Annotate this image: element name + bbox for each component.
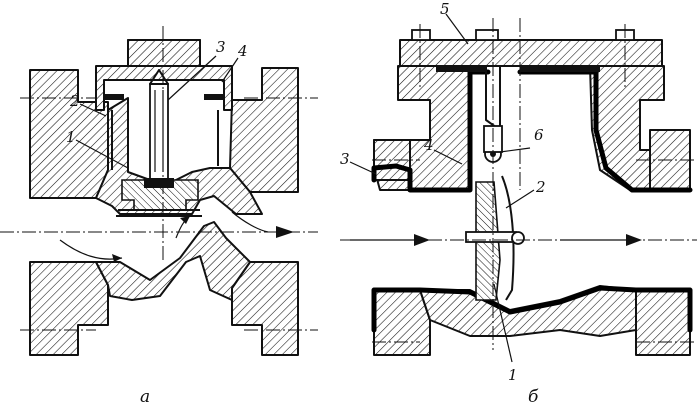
label-b-4: 4 xyxy=(423,136,434,154)
label-a-1: 1 xyxy=(66,128,76,146)
left-flange-lower-b xyxy=(373,289,431,356)
lining-b xyxy=(371,69,491,193)
swing-check-valve-drawing: 5 3 4 6 2 1 б xyxy=(340,0,697,407)
label-b-6: 6 xyxy=(534,126,544,144)
body-lower-wall-a xyxy=(95,221,251,301)
label-b-2: 2 xyxy=(535,178,546,196)
label-a-3: 3 xyxy=(216,38,226,56)
label-b-5: 5 xyxy=(440,0,450,18)
caption-b: б xyxy=(528,387,539,407)
caption-a: а xyxy=(140,387,150,407)
cover-plate-b xyxy=(399,39,663,67)
label-a-4: 4 xyxy=(237,42,248,60)
stem-guide-a xyxy=(149,83,169,181)
right-flange-lower-b xyxy=(635,289,691,356)
lift-check-valve-drawing: 2 1 3 4 а xyxy=(0,26,318,407)
right-flange-upper-a xyxy=(229,67,299,193)
label-a-2: 2 xyxy=(69,92,80,110)
label-b-3: 3 xyxy=(340,150,350,168)
top-nut-a xyxy=(127,39,201,67)
gasket-right-a xyxy=(204,94,224,100)
label-b-1: 1 xyxy=(508,366,518,384)
hinge-arm-b xyxy=(485,66,501,131)
gasket-left-a xyxy=(104,94,124,100)
right-flange-lower-a xyxy=(231,261,299,356)
left-flange-lower-a xyxy=(29,261,109,356)
